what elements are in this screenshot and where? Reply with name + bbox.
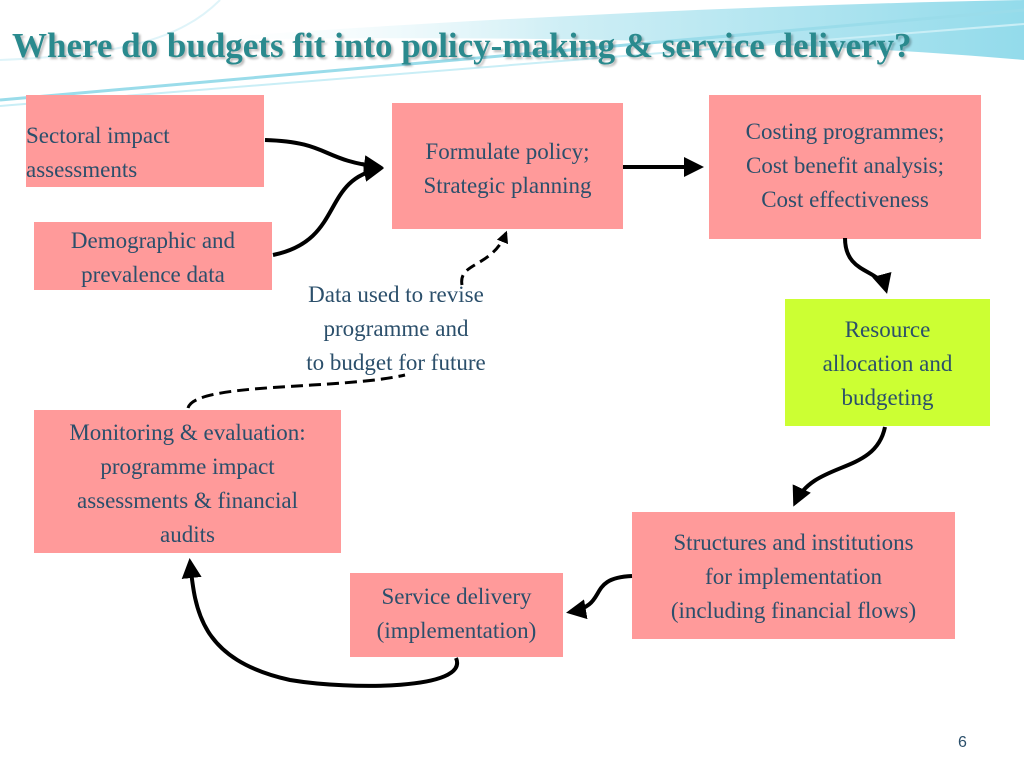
arrow-costing-to-resource bbox=[843, 237, 892, 294]
box-resource-allocation: Resource allocation and budgeting bbox=[785, 299, 990, 426]
box-line: Cost benefit analysis; bbox=[745, 153, 945, 178]
box-structures-institutions: Structures and institutions for implemen… bbox=[632, 512, 955, 639]
arrow-demographic-to-formulate bbox=[272, 162, 384, 257]
arrow-resource-to-structures bbox=[792, 426, 887, 507]
arrow-structures-to-service bbox=[566, 574, 633, 620]
box-monitoring-evaluation: Monitoring & evaluation: programme impac… bbox=[34, 410, 341, 553]
box-line: Strategic planning bbox=[423, 173, 592, 198]
arrow-sectoral-to-formulate bbox=[264, 138, 384, 176]
box-line: (including financial flows) bbox=[670, 598, 917, 623]
box-line: Monitoring & evaluation: bbox=[69, 420, 306, 445]
page-number: 6 bbox=[958, 734, 967, 751]
box-demographic-data: Demographic and prevalence data bbox=[34, 222, 272, 290]
box-service-delivery: Service delivery (implementation) bbox=[350, 573, 563, 657]
box-line: Resource bbox=[844, 317, 931, 342]
box-line: Demographic and bbox=[70, 228, 236, 253]
box-line: for implementation bbox=[705, 564, 882, 589]
header-swoosh-decoration bbox=[0, 0, 1024, 108]
feedback-label: Data used to revise programme and to bud… bbox=[276, 278, 516, 380]
box-line: prevalence data bbox=[81, 262, 225, 287]
slide-title: Where do budgets fit into policy-making … bbox=[12, 26, 912, 65]
box-line: budgeting bbox=[841, 385, 934, 410]
label-line: programme and bbox=[323, 316, 469, 341]
box-line: Service delivery bbox=[381, 584, 532, 609]
label-line: to budget for future bbox=[306, 350, 486, 375]
box-line: Formulate policy; bbox=[425, 139, 590, 164]
box-line: Structures and institutions bbox=[673, 530, 914, 555]
label-line: Data used to revise bbox=[308, 282, 484, 307]
box-costing-programmes: Costing programmes; Cost benefit analysi… bbox=[709, 95, 981, 239]
box-line: assessments & financial bbox=[76, 488, 298, 513]
box-sectoral-impact: Sectoral impact assessments bbox=[26, 95, 264, 187]
box-line: audits bbox=[160, 522, 215, 547]
box-line: assessments bbox=[26, 157, 138, 182]
box-line: programme impact bbox=[100, 454, 275, 479]
box-formulate-policy: Formulate policy; Strategic planning bbox=[392, 103, 623, 229]
box-line: allocation and bbox=[822, 351, 953, 376]
box-line: Costing programmes; bbox=[745, 119, 945, 144]
box-line: Sectoral impact bbox=[26, 123, 170, 148]
box-line: Cost effectiveness bbox=[761, 187, 929, 212]
box-line: (implementation) bbox=[376, 618, 537, 643]
